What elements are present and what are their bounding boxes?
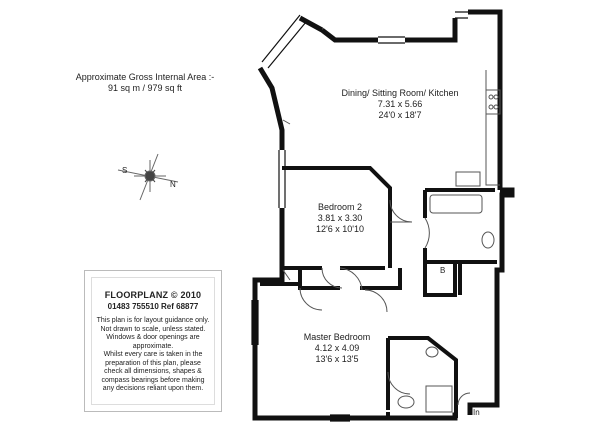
room-imperial: 12'6 x 10'10	[316, 224, 364, 234]
room-name: Bedroom 2	[317, 202, 363, 212]
info-box: FLOORPLANZ © 2010 01483 755510 Ref 68877…	[84, 270, 222, 412]
fixtures	[282, 70, 501, 413]
compass-north-label: N	[170, 180, 176, 189]
info-box-inner: FLOORPLANZ © 2010 01483 755510 Ref 68877…	[91, 277, 215, 405]
room-metric: 7.31 x 5.66	[377, 99, 423, 109]
disclaimer-line: Not drawn to scale, unless stated.	[100, 325, 206, 333]
disclaimer-line: Windows & door openings are	[106, 334, 200, 341]
disclaimer-line: preparation of this plan, please	[105, 359, 201, 367]
disclaimer-line: check all dimensions, shapes &	[104, 368, 202, 375]
compass-rose	[117, 153, 179, 201]
room-imperial: 13'6 x 13'5	[315, 354, 359, 364]
contact-ref: 01483 755510 Ref 68877	[107, 302, 199, 311]
room-living-kitchen: Dining/ Sitting Room/ Kitchen 7.31 x 5.6…	[330, 88, 470, 121]
area-value: 91 sq m / 979 sq ft	[107, 83, 183, 93]
room-bedroom-2: Bedroom 2 3.81 x 3.30 12'6 x 10'10	[290, 202, 390, 235]
entrance-label: In	[473, 408, 480, 417]
room-name: Dining/ Sitting Room/ Kitchen	[341, 88, 459, 98]
disclaimer-line: Whilst every care is taken in the	[103, 351, 203, 358]
windows	[251, 11, 468, 422]
interior-walls	[260, 166, 497, 418]
room-metric: 3.81 x 3.30	[317, 213, 363, 223]
disclaimer-line: This plan is for layout guidance only.	[96, 317, 210, 324]
room-master-bedroom: Master Bedroom 4.12 x 4.09 13'6 x 13'5	[282, 332, 392, 365]
room-imperial: 24'0 x 18'7	[378, 110, 422, 120]
gross-internal-area: Approximate Gross Internal Area :- 91 sq…	[60, 72, 230, 94]
disclaimer-line: approximate.	[132, 342, 174, 350]
compass-south-label: S	[122, 166, 128, 175]
disclaimer-line: compass bearings before making	[101, 376, 205, 384]
disclaimer-line: any decisions reliant upon them.	[102, 385, 204, 392]
cupboard-label: B	[440, 266, 446, 275]
room-metric: 4.12 x 4.09	[314, 343, 360, 353]
area-label: Approximate Gross Internal Area :-	[75, 72, 215, 82]
brand-name: FLOORPLANZ © 2010	[104, 290, 202, 300]
disclaimer: This plan is for layout guidance only. N…	[92, 317, 214, 394]
room-name: Master Bedroom	[303, 332, 371, 342]
